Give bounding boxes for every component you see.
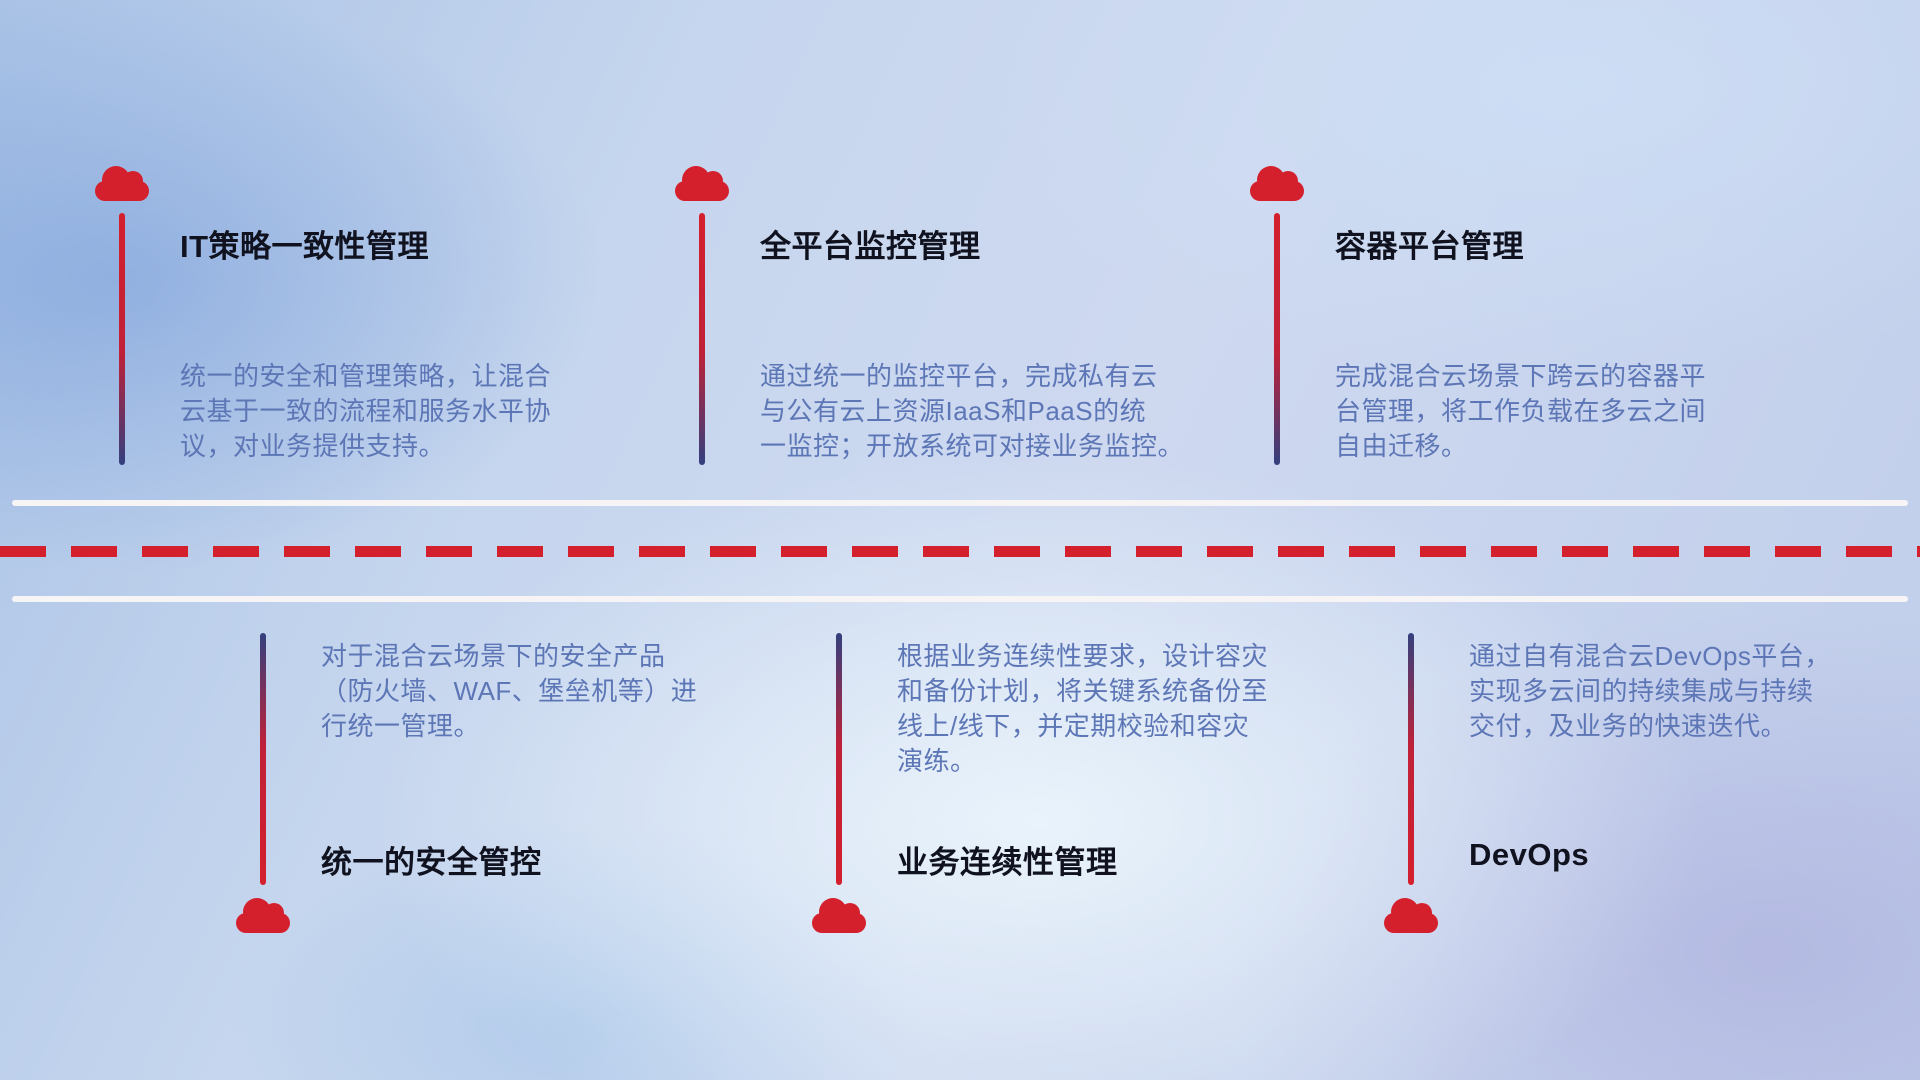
cloud-icon [95, 166, 149, 201]
timeline-pole [260, 633, 266, 885]
cloud-icon [812, 898, 866, 933]
road-line-top [12, 500, 1908, 506]
item-title: 全平台监控管理 [760, 229, 981, 264]
timeline-pole [1274, 213, 1280, 465]
timeline-pole [119, 213, 125, 465]
timeline-pole [699, 213, 705, 465]
road-center-dashes [0, 546, 1920, 557]
item-description: 通过自有混合云DevOps平台， 实现多云间的持续集成与持续 交付，及业务的快速… [1469, 641, 1831, 741]
item-description: 根据业务连续性要求，设计容灾 和备份计划，将关键系统备份至 线上/线下，并定期校… [897, 641, 1269, 776]
cloud-icon [1250, 166, 1304, 201]
timeline-pole [1408, 633, 1414, 885]
item-title: IT策略一致性管理 [180, 229, 430, 264]
item-title: 容器平台管理 [1335, 229, 1524, 264]
cloud-icon [1384, 898, 1438, 933]
cloud-icon [236, 898, 290, 933]
item-description: 对于混合云场景下的安全产品 （防火墙、WAF、堡垒机等）进 行统一管理。 [321, 641, 698, 741]
item-description: 完成混合云场景下跨云的容器平 台管理，将工作负载在多云之间 自由迁移。 [1335, 361, 1707, 461]
item-title: DevOps [1469, 837, 1590, 872]
item-title: 统一的安全管控 [321, 845, 542, 880]
item-title: 业务连续性管理 [897, 845, 1118, 880]
cloud-icon [675, 166, 729, 201]
item-description: 通过统一的监控平台，完成私有云 与公有云上资源IaaS和PaaS的统 一监控；开… [760, 361, 1185, 461]
road-line-bottom [12, 596, 1908, 602]
timeline-pole [836, 633, 842, 885]
item-description: 统一的安全和管理策略，让混合 云基于一致的流程和服务水平协 议，对业务提供支持。 [180, 361, 552, 461]
